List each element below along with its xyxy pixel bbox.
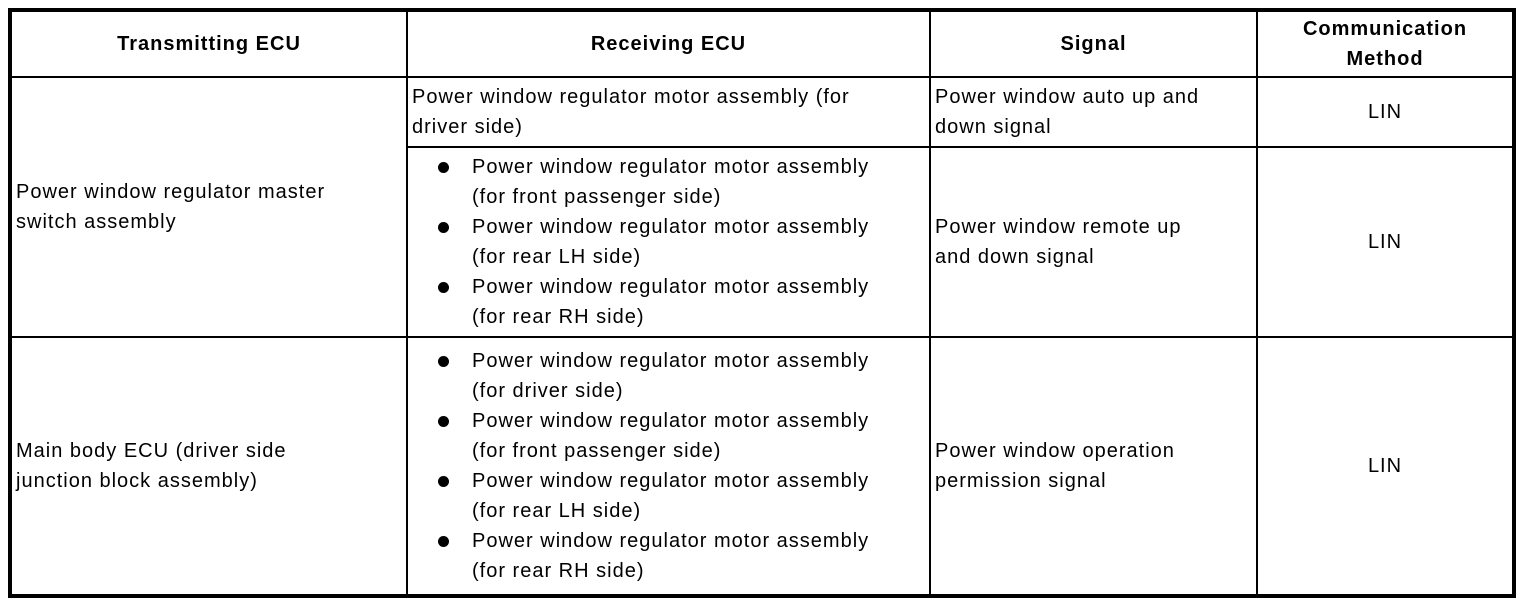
header-receiving-ecu-label: Receiving ECU [590,33,747,55]
bullet-icon [438,162,449,173]
receiving-ecu-item-text: Power window regulator motor assembly (f… [472,470,870,522]
header-communication-method: Communication Method [1256,9,1515,78]
header-transmitting-ecu: Transmitting ECU [9,9,408,78]
method-text: LIN [1367,455,1403,477]
ecu-communication-table: Transmitting ECU Receiving ECU Signal Co… [8,8,1516,598]
receiving-ecu-list: Power window regulator motor assembly (f… [412,152,923,332]
bullet-icon [438,356,449,367]
list-item: Power window regulator motor assembly (f… [438,466,917,526]
header-transmitting-ecu-label: Transmitting ECU [117,33,301,55]
receiving-ecu-list: Power window regulator motor assembly (f… [412,346,923,586]
receiving-ecu-cell-permission-list: Power window regulator motor assembly (f… [406,336,931,597]
method-cell-operation-permission: LIN [1256,336,1515,597]
table-header-row: Transmitting ECU Receiving ECU Signal Co… [9,9,1515,78]
transmitting-ecu-cell-master-switch: Power window regulator master switch ass… [9,76,408,338]
receiving-ecu-item-text: Power window regulator motor assembly (f… [472,350,870,402]
list-item: Power window regulator motor assembly (f… [438,152,917,212]
bullet-icon [438,476,449,487]
receiving-ecu-text: Power window regulator motor assembly (f… [412,86,850,138]
signal-text: Power window operation permission signal [935,440,1175,492]
bullet-icon [438,282,449,293]
header-receiving-ecu: Receiving ECU [406,9,931,78]
table-row-remote-up-down: Power window regulator motor assembly (f… [10,146,1515,338]
header-signal: Signal [929,9,1258,78]
receiving-ecu-cell-remote-list: Power window regulator motor assembly (f… [406,146,931,338]
list-item: Power window regulator motor assembly (f… [438,272,917,332]
list-item: Power window regulator motor assembly (f… [438,212,917,272]
table-row-operation-permission: Main body ECU (driver side junction bloc… [9,336,1515,597]
list-item: Power window regulator motor assembly (f… [438,346,917,406]
bullet-icon [438,416,449,427]
method-cell-remote-up-down: LIN [1256,146,1515,338]
receiving-ecu-cell-driver-side: Power window regulator motor assembly (f… [406,76,931,148]
receiving-ecu-item-text: Power window regulator motor assembly (f… [472,530,870,582]
receiving-ecu-item-text: Power window regulator motor assembly (f… [472,410,870,462]
transmitting-ecu-text: Main body ECU (driver side junction bloc… [16,440,287,492]
header-communication-method-label: Communication Method [1302,18,1468,70]
bullet-icon [438,536,449,547]
signal-text: Power window auto up and down signal [935,86,1200,138]
table-row-auto-up-down: Power window regulator master switch ass… [9,76,1515,338]
receiving-ecu-item-text: Power window regulator motor assembly (f… [472,156,870,208]
receiving-ecu-item-text: Power window regulator motor assembly (f… [472,276,870,328]
method-text: LIN [1367,231,1403,253]
transmitting-ecu-cell-main-body: Main body ECU (driver side junction bloc… [9,336,408,597]
bullet-icon [438,222,449,233]
signal-text: Power window remote up and down signal [935,216,1182,268]
signal-cell-operation-permission: Power window operation permission signal [929,336,1258,597]
list-item: Power window regulator motor assembly (f… [438,406,917,466]
receiving-ecu-item-text: Power window regulator motor assembly (f… [472,216,870,268]
method-text: LIN [1367,101,1403,123]
method-cell-auto-up-down: LIN [1256,76,1515,148]
header-signal-label: Signal [1060,33,1127,55]
list-item: Power window regulator motor assembly (f… [438,526,917,586]
signal-cell-auto-up-down: Power window auto up and down signal [929,76,1258,148]
signal-cell-remote-up-down: Power window remote up and down signal [929,146,1258,338]
transmitting-ecu-text: Power window regulator master switch ass… [16,181,326,233]
